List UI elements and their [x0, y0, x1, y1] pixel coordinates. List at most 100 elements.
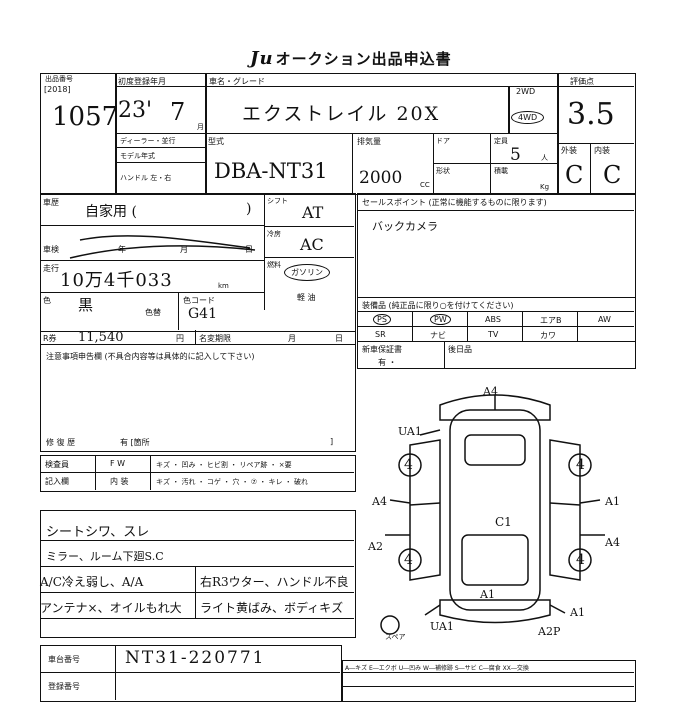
mark-right-a1: A1 — [605, 495, 620, 508]
history-close: ) — [246, 201, 252, 217]
mark-wheel-rl: 4 — [404, 552, 413, 568]
after-label: 後日品 — [448, 345, 472, 354]
load-label: 積載 — [494, 167, 508, 175]
top-section-frame — [40, 73, 636, 195]
meigi-month: 月 — [288, 334, 296, 343]
inspection-interior-label: 内 装 — [110, 477, 129, 486]
shaken-strike-lines — [69, 235, 256, 259]
equipment-label: 装備品 (純正品に限り○を付けてください) — [362, 301, 514, 310]
warranty-frame — [357, 341, 636, 369]
exterior-value: C — [565, 161, 584, 189]
mark-wheel-rr: 4 — [576, 552, 585, 568]
ac-label: 冷房 — [267, 230, 281, 238]
repair-label: 修 復 歴 — [46, 438, 76, 447]
mark-ua1-front-left: UA1 — [398, 425, 422, 438]
brand-logo: Ju — [250, 48, 274, 69]
comment-1: シートシワ、スレ — [46, 525, 150, 540]
reg-no-label: 登録番号 — [48, 682, 80, 691]
history-label: 車歴 — [43, 198, 59, 207]
shape-label: 形状 — [436, 167, 450, 175]
damage-legend: A―キズ E―エクボ U―凹み W―補修跡 S―サビ C―腐食 XX―交換 — [345, 665, 529, 672]
meigi-label: 名変期限 — [199, 334, 231, 343]
mark-left-a4: A4 — [372, 495, 387, 508]
fuel-value-circled: ガソリン — [284, 264, 330, 281]
comment-2: ミラー、ルーム下廻S.C — [46, 550, 164, 563]
interior-value: C — [603, 161, 622, 189]
katashiki-value: DBA-NT31 — [214, 159, 328, 183]
mark-wheel-fl: 4 — [404, 457, 413, 473]
diesel-label: 軽 油 — [297, 293, 316, 302]
name-label: 車名・グレード — [209, 77, 265, 86]
mark-roof-c1: C1 — [495, 515, 512, 529]
comment-4: アンテナ×、オイルもれ大 — [40, 601, 182, 615]
title-text: オークション出品申込書 — [275, 50, 452, 68]
shift-label: シフト — [267, 197, 288, 205]
comment-6: ライト黄ばみ、ボディキズ — [200, 601, 344, 615]
shaken-month: 月 — [180, 245, 188, 254]
mark-right-a4: A4 — [605, 536, 620, 549]
history-value: 自家用 ( — [85, 204, 137, 220]
mark-front: A4 — [483, 385, 498, 398]
exterior-label: 外装 — [561, 146, 577, 155]
car-damage-diagram — [380, 394, 605, 635]
mark-ua1-rear: UA1 — [430, 620, 454, 633]
mark-a2p: A2P — [538, 625, 561, 638]
capacity-label: 定員 — [494, 137, 508, 145]
drive-4wd-circled: 4WD — [511, 111, 545, 124]
equip-tv: TV — [488, 330, 499, 339]
spare-label: スペア — [385, 633, 406, 641]
comment-5: 右R3ウター、ハンドル不良 — [200, 575, 349, 589]
comments-frame — [40, 510, 356, 638]
displacement-unit: CC — [420, 181, 430, 189]
repair-close: ] — [330, 437, 334, 446]
warranty-value: 有 ・ — [378, 358, 397, 367]
color-code-label: 色コード — [183, 296, 215, 305]
inspection-frame — [40, 455, 356, 492]
lot-number: 1057 — [52, 102, 119, 132]
equip-pw: PW — [430, 314, 451, 325]
handle-label: ハンドル 左・右 — [120, 174, 172, 182]
reg-month: 7 — [170, 98, 186, 126]
inspector-label: 検査員 — [45, 460, 69, 469]
color-change-label: 色替 — [145, 308, 161, 317]
warranty-label: 新車保証書 — [362, 345, 402, 354]
reg-month-unit: 月 — [197, 123, 204, 131]
reg-year: 23' — [118, 98, 153, 123]
dealer-label: ディーラー・並行 — [120, 137, 176, 145]
ac-value: AC — [300, 235, 324, 254]
displacement-value: 2000 — [359, 168, 403, 188]
eval-label: 評価点 — [570, 77, 594, 86]
recycle-row — [40, 330, 356, 345]
door-label: ドア — [436, 137, 450, 145]
mark-left-a2: A2 — [368, 540, 383, 553]
mileage-value: 10万4千033 — [60, 270, 173, 291]
equip-ps: PS — [373, 314, 391, 325]
equip-sr: SR — [375, 330, 386, 339]
repair-value: 有 [箇所 — [120, 438, 150, 447]
equip-aw: AW — [598, 315, 611, 324]
capacity-unit: 人 — [541, 154, 548, 162]
mark-rear-a1: A1 — [480, 588, 495, 601]
fuel-label: 燃料 — [267, 261, 281, 269]
notes-frame — [40, 344, 356, 452]
eval-value: 3.5 — [567, 97, 615, 132]
equipment-frame — [357, 296, 636, 342]
sales-point-label: セールスポイント (正常に機能するものに限ります) — [362, 198, 547, 207]
load-unit: Kg — [540, 183, 550, 191]
shift-value: AT — [302, 203, 324, 222]
model-year-label: モデル年式 — [120, 152, 155, 160]
color-label: 色 — [43, 296, 51, 305]
recycle-unit: 円 — [176, 334, 184, 343]
notes-label: 注意事項申告欄 (不具合内容等は具体的に記入して下さい) — [46, 352, 255, 361]
mileage-label: 走行 — [43, 264, 59, 273]
katashiki-label: 型式 — [208, 137, 224, 146]
meigi-day: 日 — [335, 334, 343, 343]
fw-label: F W — [110, 459, 126, 468]
displacement-label: 排気量 — [357, 137, 381, 146]
mileage-unit: km — [218, 282, 229, 290]
equip-airbag: エアB — [540, 316, 562, 325]
mark-rear-right-a1: A1 — [570, 606, 585, 619]
chassis-value: NT31-220771 — [125, 648, 266, 668]
